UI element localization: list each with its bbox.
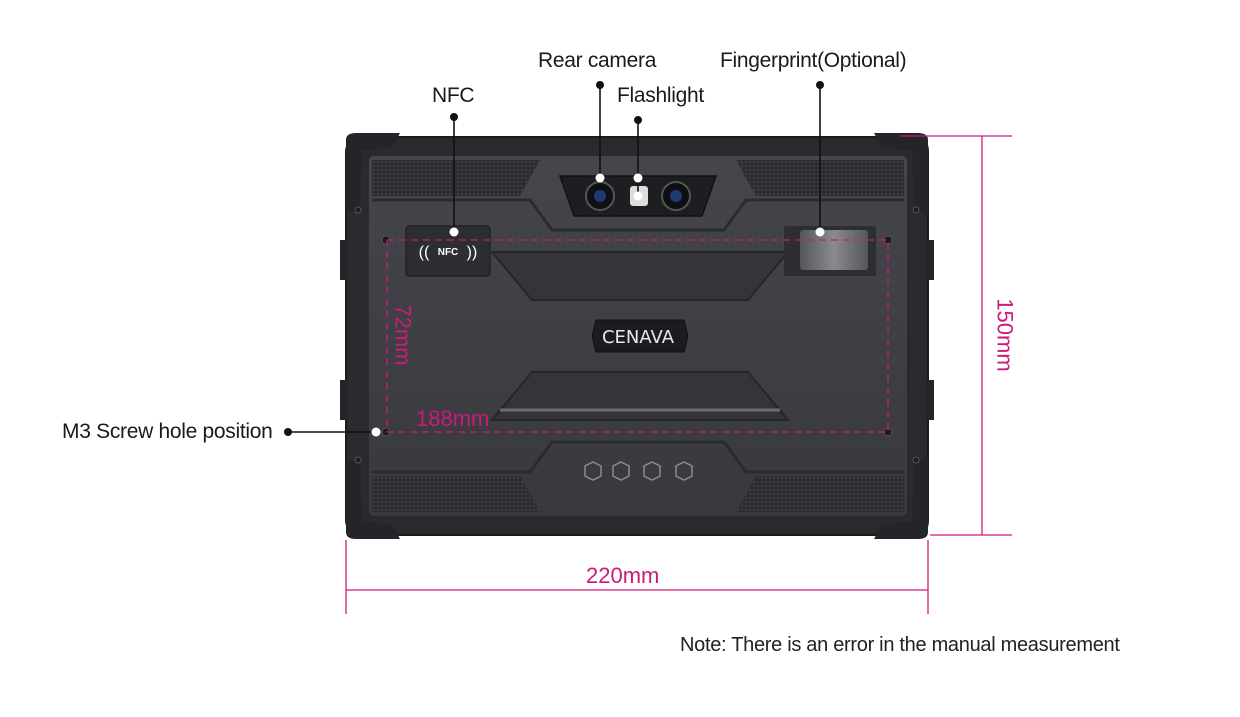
rear-camera-label: Rear camera xyxy=(538,49,657,72)
screw-hole-label: M3 Screw hole position xyxy=(62,420,273,443)
nfc-badge: NFC xyxy=(438,247,459,258)
height-dimension xyxy=(900,135,1012,536)
water-icon xyxy=(584,461,602,481)
hole-span-height-label: 72mm xyxy=(390,304,416,366)
brand-name: CENAVA xyxy=(602,327,675,348)
width-dimension-label: 220mm xyxy=(586,563,660,588)
fingerprint-sensor xyxy=(784,226,876,276)
drop-icon xyxy=(675,461,693,481)
snow-icon xyxy=(612,461,630,481)
nfc-panel: NFC (( )) xyxy=(405,225,491,277)
measurement-note: Note: There is an error in the manual me… xyxy=(680,634,1120,656)
dust-icon xyxy=(643,461,661,481)
svg-text:((: (( xyxy=(419,244,430,261)
brand-logo: CENAVA xyxy=(591,319,689,353)
screw-holes xyxy=(354,206,920,464)
width-dimension xyxy=(345,540,929,614)
callout-dots xyxy=(284,81,825,437)
fingerprint-label: Fingerprint(Optional) xyxy=(720,49,907,72)
hole-span-rect xyxy=(386,239,889,433)
hole-span-width-label: 188mm xyxy=(416,406,490,431)
callout-leaders xyxy=(288,85,821,433)
nfc-label: NFC xyxy=(432,84,475,107)
flashlight-label: Flashlight xyxy=(617,84,704,107)
height-dimension-label: 150mm xyxy=(992,298,1018,372)
svg-text:)): )) xyxy=(467,244,478,261)
certification-icons xyxy=(584,461,693,481)
